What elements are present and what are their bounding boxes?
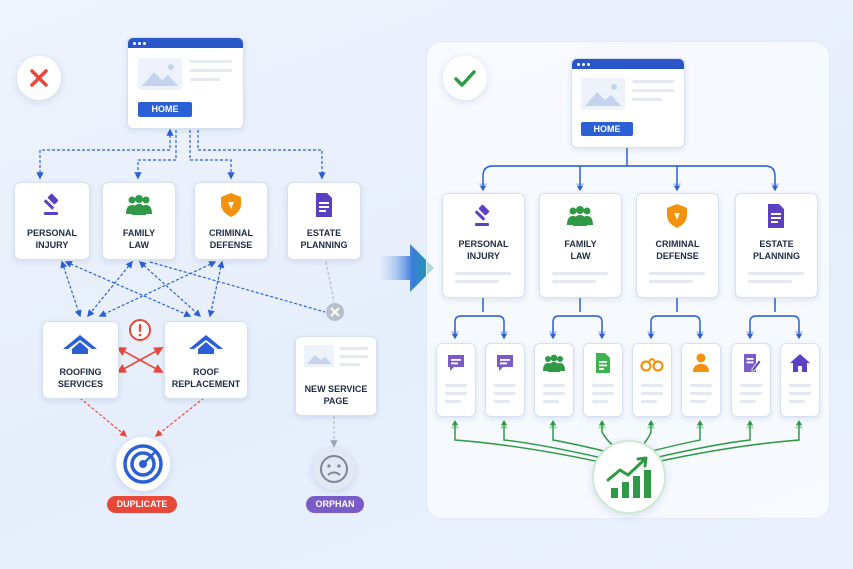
subpage-card[interactable]	[534, 343, 574, 417]
wrong-badge	[17, 56, 61, 100]
image-placeholder	[581, 78, 625, 110]
home-button[interactable]: HOME	[138, 102, 192, 117]
house-icon	[790, 354, 810, 372]
family-icon	[567, 206, 593, 226]
target-badge	[116, 437, 170, 491]
home-button[interactable]: HOME	[581, 122, 633, 136]
correct-badge	[443, 56, 487, 100]
person-icon	[693, 353, 709, 372]
chat-icon	[448, 355, 464, 371]
target-icon	[123, 444, 163, 484]
subpage-card[interactable]	[485, 343, 525, 417]
document-icon	[596, 353, 610, 373]
document-icon	[316, 193, 332, 217]
gavel-icon	[474, 204, 490, 226]
sad-face-icon	[320, 455, 348, 483]
growth-chart-icon	[606, 456, 651, 498]
orphan-badge: ORPHAN	[306, 496, 364, 513]
disconnected-icon	[326, 303, 344, 321]
shield-icon	[221, 193, 241, 217]
family-icon	[126, 195, 152, 215]
image-placeholder	[304, 345, 334, 367]
shield-icon	[667, 204, 687, 228]
home-page-card[interactable]: HOME	[127, 37, 244, 129]
home-page-card[interactable]: HOME	[571, 58, 685, 148]
document-icon	[768, 204, 784, 228]
chat-icon	[497, 355, 513, 371]
roof-icon	[63, 335, 97, 354]
x-icon	[30, 69, 48, 87]
family-icon	[543, 354, 565, 372]
check-icon	[454, 70, 476, 87]
handcuffs-icon	[640, 358, 664, 372]
duplicate-badge: DUPLICATE	[107, 496, 177, 513]
transition-arrow	[380, 244, 434, 292]
subpage-card[interactable]	[583, 343, 623, 417]
growth-badge	[592, 440, 666, 514]
subpage-card[interactable]	[731, 343, 771, 417]
subpage-card[interactable]	[681, 343, 721, 417]
warning-icon	[129, 319, 151, 341]
orphan-face-badge	[313, 448, 355, 490]
image-placeholder	[138, 58, 182, 90]
roof-icon	[189, 335, 223, 354]
subpage-card[interactable]	[632, 343, 672, 417]
subpage-card[interactable]	[436, 343, 476, 417]
subpage-card[interactable]	[780, 343, 820, 417]
gavel-icon	[43, 193, 59, 215]
edit-icon	[744, 354, 762, 372]
